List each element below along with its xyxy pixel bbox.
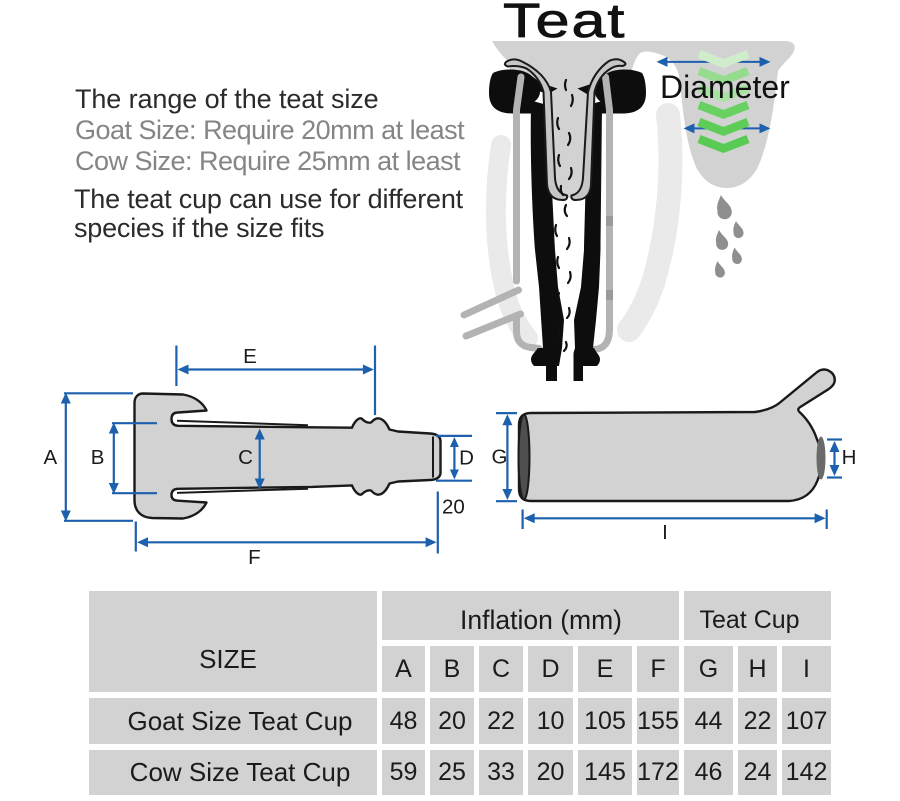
svg-text:G: G: [492, 446, 508, 469]
svg-text:20: 20: [442, 496, 465, 519]
svg-text:A: A: [44, 446, 58, 469]
svg-text:B: B: [91, 446, 105, 469]
svg-text:C: C: [238, 446, 253, 469]
svg-text:H: H: [842, 446, 857, 469]
svg-text:D: D: [459, 446, 474, 469]
svg-text:F: F: [248, 546, 261, 569]
svg-text:E: E: [243, 345, 257, 368]
svg-text:I: I: [662, 521, 668, 544]
